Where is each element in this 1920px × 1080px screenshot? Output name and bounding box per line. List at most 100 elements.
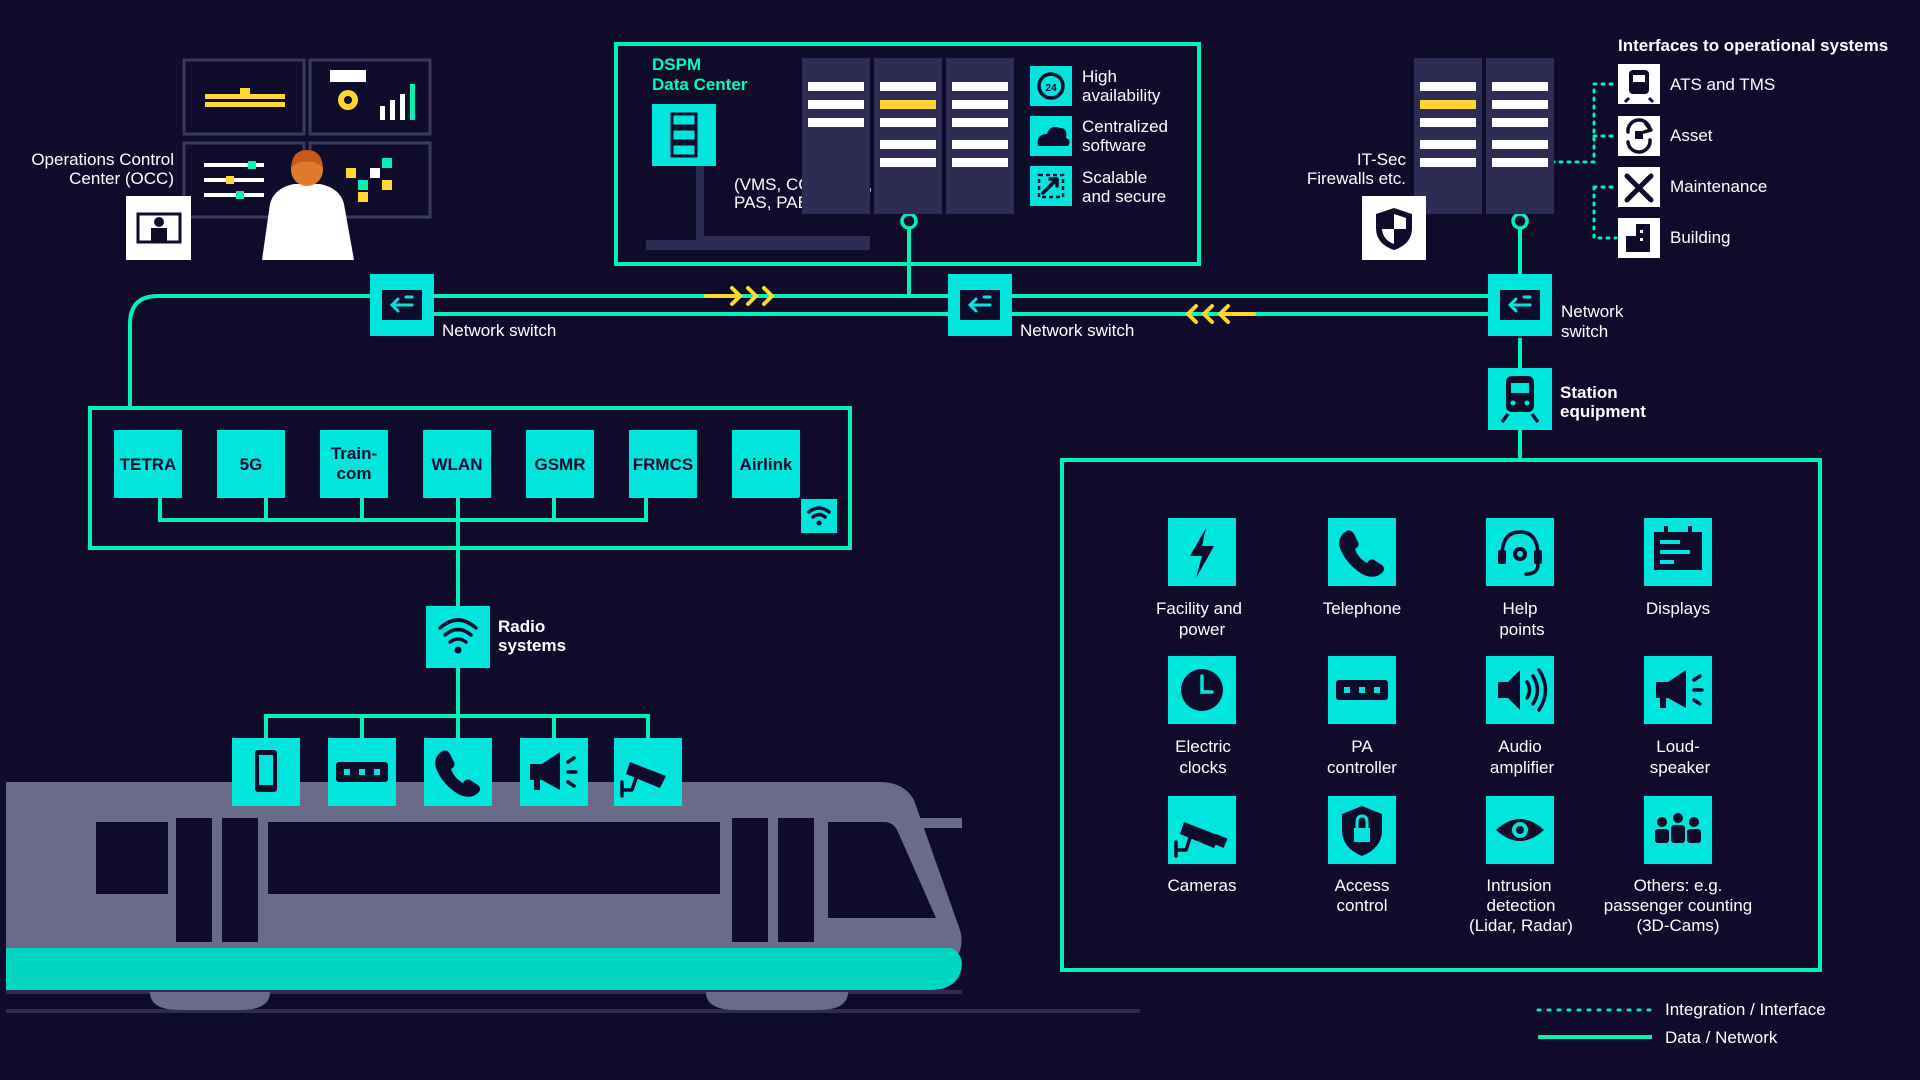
wifi-icon [426, 606, 490, 668]
operator-figure [262, 184, 354, 260]
interface-maintenance[interactable]: Maintenance [1618, 167, 1767, 207]
interfaces-title: Interfaces to operational systems [1618, 36, 1888, 55]
feature-2-line1: Centralized [1082, 117, 1168, 136]
interface-label: Maintenance [1670, 177, 1767, 196]
feature-high-availability: 24 High availability [1030, 66, 1161, 106]
flow-arrows-right [704, 286, 775, 306]
station-item-facility-power[interactable]: Facility and power [1156, 518, 1242, 639]
firewall-label-line1: IT-Sec [1357, 150, 1407, 169]
operations-control-center: Operations Control Center (OCC) [31, 58, 432, 260]
train-device-camera[interactable] [614, 738, 682, 806]
station-item-label: power [1179, 620, 1226, 639]
station-item-label: Help [1503, 599, 1538, 618]
station-item-label: Cameras [1168, 876, 1237, 895]
tech-label: FRMCS [633, 455, 693, 474]
station-item-label: amplifier [1490, 758, 1555, 777]
radio-label-line1: Radio [498, 617, 545, 636]
tech-label: Train- [331, 444, 377, 463]
tech-5g[interactable]: 5G [217, 430, 285, 498]
data-center-box [614, 42, 1201, 266]
station-item-label: passenger counting [1604, 896, 1752, 915]
station-item-label: Intrusion [1486, 876, 1551, 895]
data-center-title-line1: DSPM [652, 55, 701, 74]
station-item-label: detection [1487, 896, 1556, 915]
station-item-access-control[interactable]: Access control [1328, 796, 1396, 915]
server-rack-3 [946, 58, 1014, 214]
train-window [268, 822, 720, 894]
train-device-router[interactable] [328, 738, 396, 806]
station-item-label: controller [1327, 758, 1397, 777]
station-item-others[interactable]: Others: e.g. passenger counting (3D-Cams… [1604, 796, 1752, 935]
tech-label: WLAN [432, 455, 483, 474]
tech-frmcs[interactable]: FRMCS [629, 430, 697, 498]
firewall-rack-1 [1414, 58, 1482, 214]
train-device-phone[interactable] [424, 738, 492, 806]
legend: Integration / Interface Data / Network [1536, 1000, 1826, 1047]
feature-3-line1: Scalable [1082, 168, 1147, 187]
station-item-label: speaker [1650, 758, 1711, 777]
interface-dotted-tree [1550, 82, 1618, 240]
station-label-line1: Station [1560, 383, 1618, 402]
interface-label: ATS and TMS [1670, 75, 1775, 94]
tech-airlink[interactable]: Airlink [732, 430, 839, 535]
train [6, 782, 1140, 1013]
train-bogie [150, 992, 270, 1010]
radio-systems-node[interactable]: Radio systems [426, 606, 566, 668]
switch-left-label: Network switch [442, 321, 556, 340]
occ-to-radio-line [128, 294, 370, 408]
train-door [176, 818, 212, 942]
firewall-label-line2: Firewalls etc. [1307, 169, 1406, 188]
train-door [222, 818, 258, 942]
station-item-intrusion-detection[interactable]: Intrusion detection (Lidar, Radar) [1469, 796, 1573, 935]
train-stripe [6, 948, 962, 990]
station-equipment-node[interactable]: Station equipment [1488, 368, 1646, 430]
train-device-megaphone[interactable] [520, 738, 588, 806]
feature-2-line2: software [1082, 136, 1146, 155]
station-item-label: Audio [1498, 737, 1541, 756]
station-item-electric-clocks[interactable]: Electric clocks [1168, 656, 1236, 777]
station-item-label: Telephone [1323, 599, 1401, 618]
station-item-label: Loud- [1656, 737, 1699, 756]
phone-icon [1328, 518, 1396, 586]
switch-mid-label: Network switch [1020, 321, 1134, 340]
legend-dotted-label: Integration / Interface [1665, 1000, 1826, 1019]
interface-building[interactable]: Building [1618, 218, 1731, 258]
station-item-label: Facility and [1156, 599, 1242, 618]
data-center: DSPM Data Center (VMS, CCTV, PIS, PAS, P… [614, 42, 1201, 266]
network-switch-mid[interactable]: Network switch [948, 274, 1134, 340]
network-switch-left[interactable]: Network switch [370, 274, 556, 340]
train-device-smartphone[interactable] [232, 738, 300, 806]
station-item-loudspeaker[interactable]: Loud- speaker [1644, 656, 1712, 777]
station-item-displays[interactable]: Displays [1644, 518, 1712, 618]
interface-ats-tms[interactable]: ATS and TMS [1618, 64, 1775, 104]
radio-label-line2: systems [498, 636, 566, 655]
interfaces-section: Interfaces to operational systems ATS an… [1618, 36, 1888, 258]
station-item-cameras[interactable]: Cameras [1168, 796, 1237, 895]
station-item-label: Displays [1646, 599, 1710, 618]
radio-tech-box [88, 406, 852, 550]
station-item-pa-controller[interactable]: PA controller [1327, 656, 1397, 777]
train-bogie [706, 992, 848, 1010]
phone-icon [424, 738, 492, 806]
switch-right-label-line2: switch [1561, 322, 1608, 341]
feature-scalable-secure: Scalable and secure [1030, 166, 1166, 206]
firewall-port [1511, 212, 1529, 230]
tech-wlan[interactable]: WLAN [423, 430, 491, 498]
station-box [1060, 458, 1822, 972]
datacenter-port [900, 212, 918, 230]
station-item-audio-amplifier[interactable]: Audio amplifier [1486, 656, 1554, 777]
tech-gsmr[interactable]: GSMR [526, 430, 594, 498]
interface-asset[interactable]: Asset [1618, 116, 1713, 156]
tech-tetra[interactable]: TETRA [114, 430, 182, 498]
tech-label: TETRA [120, 455, 177, 474]
tech-traincom[interactable]: Train- com [320, 430, 388, 498]
station-item-label: clocks [1179, 758, 1226, 777]
train-device-bus [264, 714, 650, 740]
station-item-telephone[interactable]: Telephone [1323, 518, 1401, 618]
tech-label: GSMR [535, 455, 586, 474]
station-item-help-points[interactable]: Help points [1486, 518, 1554, 639]
network-lines [128, 82, 1618, 740]
network-switch-right[interactable]: Network switch [1488, 274, 1624, 341]
feature-3-line2: and secure [1082, 187, 1166, 206]
